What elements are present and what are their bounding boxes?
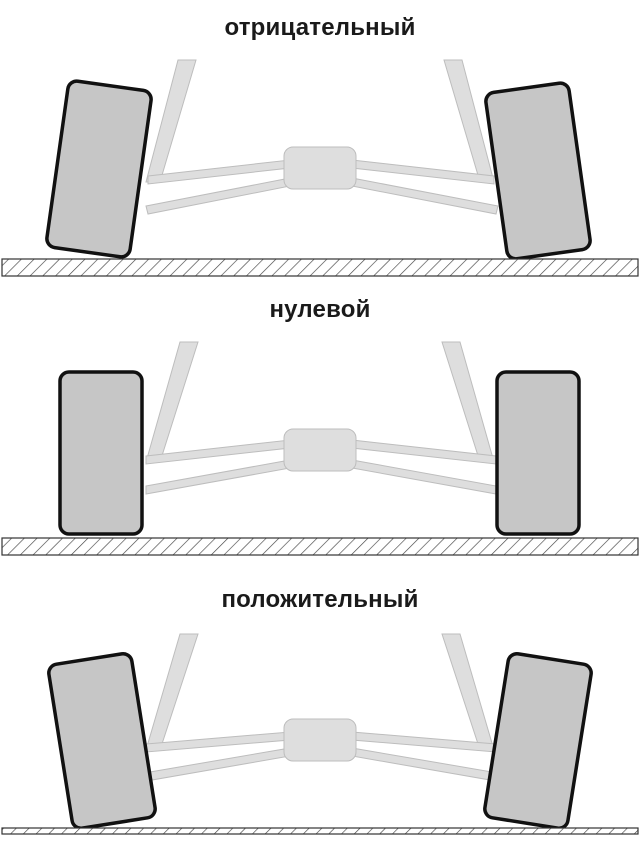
right-strut (443, 59, 495, 183)
right-lower-arm (351, 177, 499, 215)
panel-title: нулевой (269, 296, 371, 323)
left-wheel (47, 651, 157, 831)
right-strut (441, 341, 495, 463)
negative-camber-scene (1, 59, 639, 277)
zero-camber-scene (1, 341, 639, 556)
right-lower-arm (351, 459, 497, 495)
left-lower-arm (149, 747, 291, 781)
positive-camber-scene (1, 633, 639, 835)
suspension (145, 633, 497, 781)
left-wheel (58, 370, 144, 536)
left-strut (145, 633, 199, 751)
right-wheel (483, 651, 593, 831)
suspension (145, 59, 499, 215)
left-lower-arm (145, 177, 291, 215)
suspension (145, 341, 497, 495)
right-wheel (495, 370, 581, 536)
ground (1, 258, 639, 277)
panel-positive-camber: положительный (0, 564, 640, 842)
left-lower-arm (145, 459, 291, 495)
right-strut (441, 633, 495, 751)
panel-title: отрицательный (224, 14, 416, 41)
panel-negative-camber: отрицательный (0, 0, 640, 278)
differential (283, 428, 357, 472)
right-wheel (484, 81, 592, 261)
left-upper-arm (145, 439, 291, 465)
left-strut (145, 341, 199, 463)
differential (283, 718, 357, 762)
left-strut (145, 59, 197, 183)
ground (1, 537, 639, 556)
right-upper-arm (351, 731, 497, 753)
panel-title: положительный (221, 586, 419, 613)
left-upper-arm (147, 159, 291, 185)
ground (1, 827, 639, 835)
left-wheel (45, 79, 153, 259)
panel-zero-camber: нулевой (0, 282, 640, 560)
left-upper-arm (145, 731, 291, 753)
differential (283, 146, 357, 190)
right-upper-arm (351, 159, 495, 185)
right-lower-arm (351, 747, 493, 781)
